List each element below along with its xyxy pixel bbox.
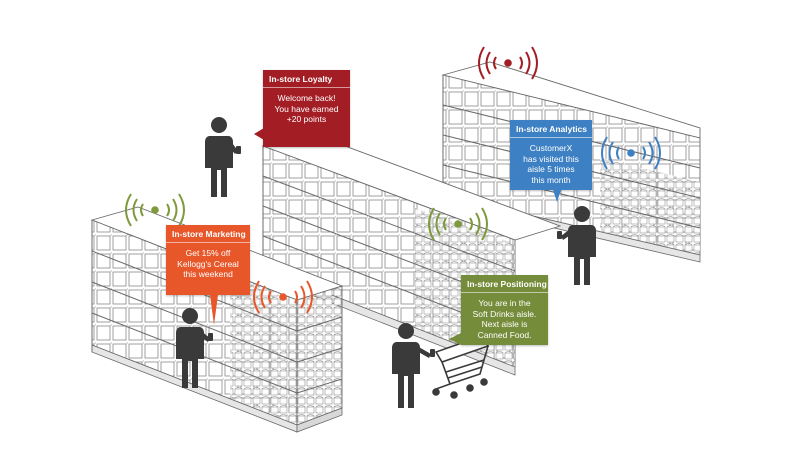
- loyalty-bubble: In-store Loyalty Welcome back! You have …: [254, 70, 350, 147]
- beacon-icon-blue: [601, 136, 661, 170]
- bubble-line: this weekend: [183, 269, 233, 279]
- bubble-title: In-store Marketing: [166, 225, 250, 243]
- beacon-icon-green-center: [428, 207, 488, 241]
- bubble-body: CustomerX has visited this aisle 5 times…: [510, 138, 592, 191]
- bubble-line: Next aisle is: [481, 319, 528, 329]
- shelf-front-left: [90, 206, 344, 433]
- bubble-line: Canned Food.: [477, 329, 532, 340]
- bubble-title: In-store Loyalty: [263, 70, 350, 88]
- beacon-icon-red: [478, 46, 538, 80]
- person-cart-icon: [392, 323, 435, 408]
- bubble-line: Soft Drinks aisle.: [472, 308, 537, 319]
- bubble-body: Welcome back! You have earned +20 points: [263, 88, 350, 131]
- bubble-body: Get 15% off Kellogg's Cereal this weeken…: [166, 243, 250, 286]
- bubble-line: Get 15% off: [185, 248, 231, 258]
- person-marketing-icon: [176, 308, 213, 388]
- bubble-line: CustomerX: [529, 143, 573, 153]
- analytics-bubble: In-store Analytics CustomerX has visited…: [510, 120, 592, 202]
- person-loyalty-icon: [205, 117, 241, 197]
- bubble-line: You have earned: [274, 103, 339, 114]
- beacon-icon-green-left: [125, 193, 185, 227]
- bubble-title: In-store Positioning: [461, 275, 548, 293]
- beacon-icon-orange: [253, 280, 313, 314]
- bubble-line: aisle 5 times: [527, 164, 575, 174]
- bubble-body: You are in the Soft Drinks aisle. Next a…: [461, 293, 548, 346]
- bubble-line: +20 points: [286, 114, 327, 124]
- bubble-line: this month: [531, 174, 571, 185]
- bubble-line: Welcome back!: [277, 93, 336, 103]
- bubble-line: Kellogg's Cereal: [177, 258, 239, 269]
- person-analytics-icon: [557, 206, 596, 285]
- positioning-bubble: In-store Positioning You are in the Soft…: [449, 275, 548, 346]
- bubble-line: You are in the: [478, 298, 531, 308]
- bubble-title: In-store Analytics: [510, 120, 592, 138]
- bubble-line: has visited this: [523, 153, 579, 164]
- marketing-bubble: In-store Marketing Get 15% off Kellogg's…: [166, 225, 250, 325]
